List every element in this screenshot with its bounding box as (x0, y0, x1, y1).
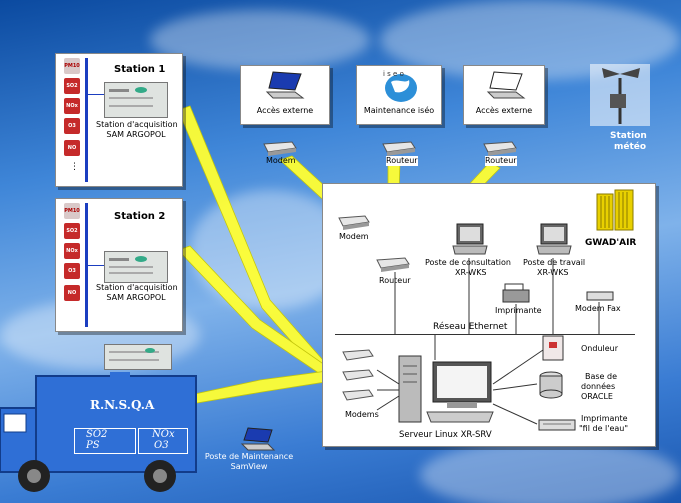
laptop-icon (240, 427, 276, 451)
truck-nox: NOx (152, 429, 175, 440)
link-truck (184, 369, 339, 406)
router-icon (376, 257, 410, 272)
building-icon (596, 189, 634, 231)
sensor-nox: NOx (64, 243, 80, 259)
station-1-panel: Station 1 PM10 SO2 NOx O3 NO ⋮ Station d… (55, 53, 183, 187)
acquisition-rack-icon (104, 251, 168, 283)
sensor-pm10: PM10 (64, 58, 80, 74)
modem-icon (263, 141, 297, 156)
truck-o3: O3 (154, 440, 169, 451)
router-label: Routeur (379, 276, 411, 285)
modem-label: Modem (339, 232, 369, 241)
laptop-icon (265, 71, 305, 99)
maintenance-label: Maintenance iséo (363, 106, 435, 115)
truck-panel-right (138, 428, 188, 454)
maintenance-iseo-panel: i s e o Maintenance iséo (356, 65, 442, 125)
sensor-pm10: PM10 (64, 203, 80, 219)
link-station1 (177, 105, 331, 375)
work-label-2: XR-WKS (537, 268, 569, 277)
acq-label-1: Station d'acquisition (96, 120, 178, 129)
modems-icon (342, 349, 374, 401)
workstation-icon (536, 223, 572, 255)
station-2-panel: Station 2 PM10 SO2 NOx O3 NO Station d'a… (55, 198, 183, 332)
sensor-no: NO (64, 285, 80, 301)
router-label: Routeur (386, 156, 418, 166)
modems-label: Modems (345, 410, 379, 419)
db-label-3: ORACLE (581, 392, 613, 401)
svg-text:i s e o: i s e o (383, 70, 404, 78)
station-2-title: Station 2 (114, 211, 166, 222)
router-icon (483, 141, 517, 156)
network-panel: Réseau Ethernet Modem Routeur Poste de c… (322, 183, 656, 447)
acquisition-rack-icon (104, 82, 168, 118)
acq-label-1: Station d'acquisition (96, 283, 178, 292)
database-icon (539, 371, 563, 399)
router-icon (382, 141, 416, 156)
router-label: Routeur (485, 156, 517, 166)
printer-label: Imprimante (495, 306, 542, 315)
external-access-right-panel: Accès externe (463, 65, 545, 125)
db-label-1: Base de (585, 372, 618, 381)
access-label: Accès externe (475, 106, 533, 115)
truck-ps: PS (86, 440, 100, 451)
ups-icon (542, 335, 564, 361)
workstation-icon (452, 223, 488, 255)
modem-fax-label: Modem Fax (575, 304, 621, 313)
server-label: Serveur Linux XR-SRV (399, 430, 492, 440)
weather-station-icon (590, 64, 650, 126)
sensor-o3: O3 (64, 263, 80, 279)
laptop-icon (486, 71, 526, 99)
acq-label-2: SAM ARGOPOL (106, 293, 166, 302)
access-label: Accès externe (256, 106, 314, 115)
sensor-so2: SO2 (64, 223, 80, 239)
db-label-2: données (581, 382, 616, 391)
printer-icon (502, 283, 530, 303)
ups-label: Onduleur (581, 344, 619, 353)
meteo-label-1: Station (610, 131, 647, 141)
consult-label-2: XR-WKS (455, 268, 487, 277)
printer2-label-1: Imprimante (581, 414, 628, 423)
rack-icon (104, 344, 172, 370)
modem-fax-icon (586, 291, 614, 301)
ethernet-label: Réseau Ethernet (433, 322, 508, 332)
truck-icon (0, 372, 197, 492)
truck-name: R.N.S.Q.A (90, 398, 155, 412)
maintenance-label-1: Poste de Maintenance (204, 452, 294, 461)
external-access-left-panel: Accès externe (240, 65, 330, 125)
server-icon (398, 355, 494, 423)
globe-icon: i s e o (383, 70, 417, 102)
consult-label-1: Poste de consultation (425, 258, 511, 267)
maintenance-label-2: SamView (230, 462, 268, 471)
sensor-no: NO (64, 140, 80, 156)
truck-so2: SO2 (86, 429, 108, 440)
printer2-label-2: "fil de l'eau" (579, 424, 629, 433)
acq-label-2: SAM ARGOPOL (106, 130, 166, 139)
link-station2 (177, 245, 336, 379)
sensor-nox: NOx (64, 98, 80, 114)
truck-panel-left (74, 428, 136, 454)
gwad-label: GWAD'AIR (585, 238, 637, 248)
station-1-title: Station 1 (114, 64, 166, 75)
modem-icon (338, 215, 370, 230)
sensor-o3: O3 (64, 118, 80, 134)
printer-icon (538, 419, 576, 431)
meteo-label-2: météo (614, 142, 647, 152)
work-label-1: Poste de travail (523, 258, 586, 267)
modem-label: Modem (266, 156, 296, 165)
sensor-so2: SO2 (64, 78, 80, 94)
